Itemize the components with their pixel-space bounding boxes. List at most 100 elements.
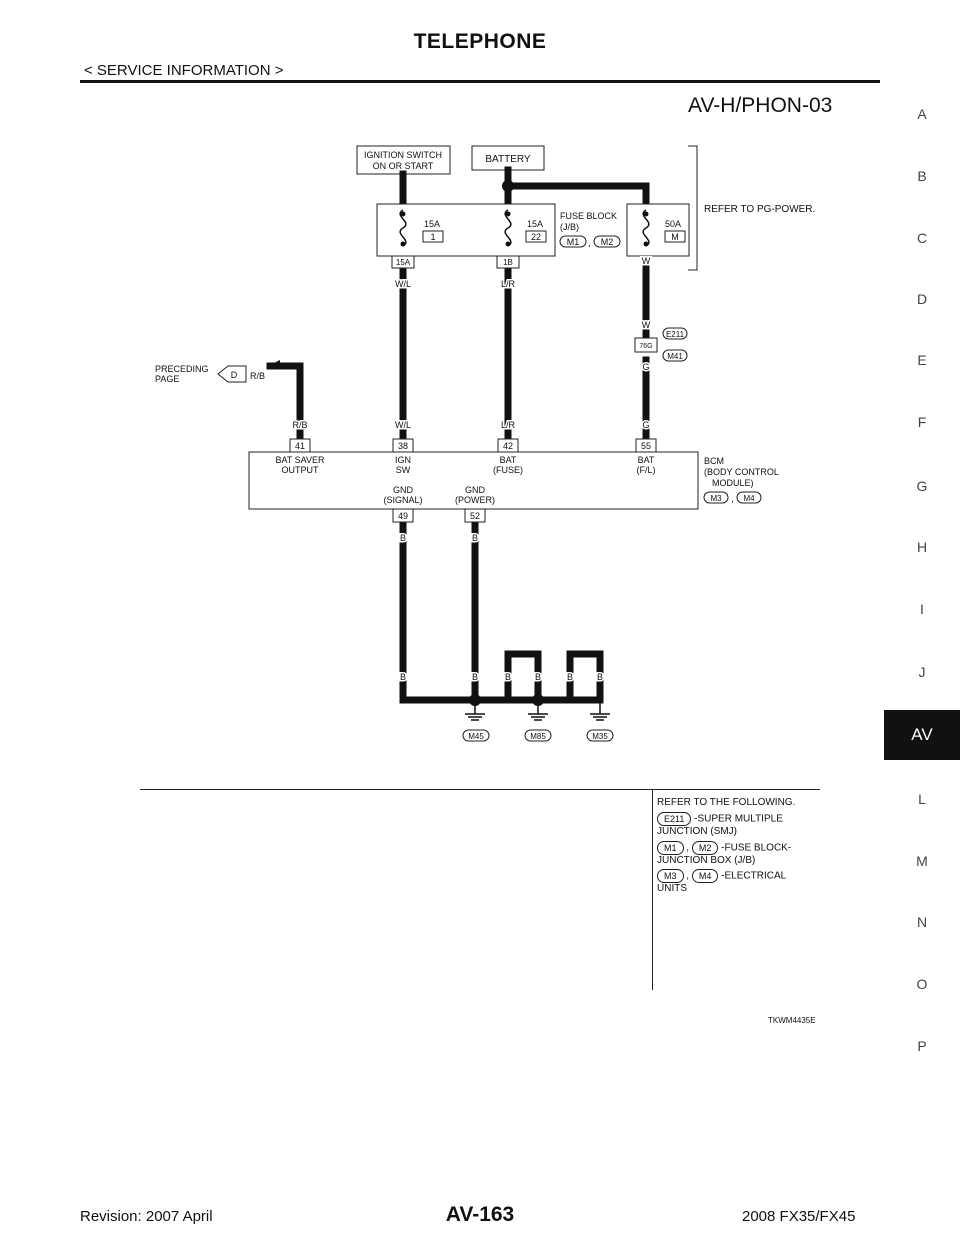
bcm-func-bat-saver-2: OUTPUT [282, 465, 320, 475]
ground-wire-label: B [472, 672, 478, 682]
ground-wire-label: B [400, 672, 406, 682]
side-tab-f[interactable]: F [917, 414, 927, 430]
ref-conn-m3: M3 [657, 869, 684, 883]
bcm-pin-52-box [464, 508, 486, 523]
bcm-func-ign-2: SW [396, 465, 411, 475]
bcm-wire-lr: L/R [501, 420, 516, 430]
fuse-1-num-box [422, 230, 444, 243]
ignition-label-1: IGNITION SWITCH [364, 150, 442, 160]
pg-power-bracket [688, 145, 698, 271]
bcm-label-1: BCM [704, 456, 724, 466]
ground-wire-label: B [597, 672, 603, 682]
bcm-pin-49-box [392, 508, 414, 523]
splice-dot [532, 694, 544, 706]
side-tab-c[interactable]: C [916, 230, 928, 246]
ref-desc: -FUSE BLOCK- [721, 842, 792, 854]
side-tab-n[interactable]: N [916, 914, 928, 930]
smj-conn-m41: M41 [667, 352, 683, 361]
side-tab-e[interactable]: E [917, 352, 927, 368]
bcm-func-bat-saver-1: BAT SAVER [275, 455, 325, 465]
side-tab-j[interactable]: J [918, 664, 926, 680]
section-subtitle: < SERVICE INFORMATION > [84, 62, 284, 79]
bcm-box [248, 451, 699, 510]
bcm-top-pins: 41 38 42 55 [289, 438, 657, 453]
side-tab-g[interactable]: G [916, 478, 928, 494]
smj-conn-m41-box [662, 349, 688, 362]
refer-pg-power: REFER TO PG-POWER. [704, 204, 815, 215]
splice-dot [469, 694, 481, 706]
fuse-block-conn-2: M2 [601, 237, 614, 247]
side-tab-d[interactable]: D [916, 291, 928, 307]
fuse-block-box [376, 203, 556, 257]
fuse-22-num-box [525, 230, 547, 243]
bcm-conn-m4: M4 [743, 494, 755, 503]
bcm-conn-m4-box [736, 491, 762, 504]
page-title: TELEPHONE [413, 30, 547, 53]
side-tab-p[interactable]: P [917, 1038, 927, 1054]
gnd-wire-b-2: B [472, 533, 478, 543]
side-tab-l[interactable]: L [918, 791, 926, 807]
bcm-func-bat-fl-2: (F/L) [637, 465, 656, 475]
footer-page-number: AV-163 [445, 1203, 515, 1226]
bcm-pin-55-box [635, 438, 657, 453]
ignition-switch-box [356, 145, 451, 175]
bcm-conn-m3: M3 [710, 494, 722, 503]
fusible-link-num: M [671, 232, 679, 242]
smj-wire-out: G [642, 362, 649, 372]
reference-heading: REFER TO THE FOLLOWING. [657, 797, 796, 808]
fusible-link-amp: 50A [665, 219, 681, 229]
fusible-link-box [626, 203, 690, 257]
smj-terminal: 76G [639, 343, 652, 350]
bcm-pin-38: 38 [398, 441, 408, 451]
reference-box [652, 790, 833, 990]
wire-lr-upper: L/R [501, 279, 516, 289]
reference-item-units-2: UNITS [657, 883, 687, 894]
ref-desc: -ELECTRICAL [721, 870, 787, 882]
side-tab-b[interactable]: B [917, 168, 927, 184]
side-tab-i[interactable]: I [920, 601, 924, 617]
bcm-pin-41-box [289, 438, 311, 453]
ref-sep: , [686, 842, 690, 854]
bcm-conn-sep: , [731, 494, 734, 505]
footer-model: 2008 FX35/FX45 [742, 1208, 856, 1225]
ignition-label-2: ON OR START [373, 161, 434, 171]
bcm-pin-42-box [497, 438, 519, 453]
preceding-page-flag [217, 365, 247, 383]
reference-item-smj: E211 -SUPER MULTIPLE [657, 812, 783, 826]
ground-wire-label: B [505, 672, 511, 682]
bcm-wire-wl: W/L [395, 420, 411, 430]
ground-m35: M35 [592, 732, 608, 741]
ground-wire-label: B [535, 672, 541, 682]
side-tab-h[interactable]: H [916, 539, 928, 555]
fuse-block-conn-sep: , [588, 238, 591, 249]
preceding-flag-letter: D [231, 370, 238, 380]
smj-conn-e211-box [662, 327, 688, 340]
side-tab-o[interactable]: O [916, 976, 928, 992]
ground-m85-box [524, 729, 552, 742]
smj-wire-in: W [642, 320, 651, 330]
reference-item-smj-2: JUNCTION (SMJ) [657, 826, 737, 837]
wire-w-upper: W [642, 256, 651, 266]
side-tab-a[interactable]: A [917, 106, 927, 122]
side-tab-m[interactable]: M [916, 853, 928, 869]
reference-item-jb-2: JUNCTION BOX (J/B) [657, 855, 756, 866]
battery-label: BATTERY [485, 154, 531, 165]
fuse-block-label-2: (J/B) [560, 222, 579, 232]
ground-m45: M45 [468, 732, 484, 741]
ref-conn-m2: M2 [691, 841, 719, 855]
fuse-1-amp: 15A [424, 219, 440, 229]
reference-top-rule [140, 789, 820, 790]
bcm-func-gnd-signal-2: (SIGNAL) [383, 495, 422, 505]
fuse-block-conn-1: M1 [567, 237, 580, 247]
ref-desc: -SUPER MULTIPLE [694, 813, 783, 825]
fuse-block-conn-2-box [593, 235, 621, 248]
bcm-label-3: MODULE) [712, 478, 754, 488]
ground-m45-box [462, 729, 490, 742]
fusible-link-num-box [664, 230, 686, 243]
bcm-pin-38-box [392, 438, 414, 453]
footer-revision: Revision: 2007 April [80, 1208, 213, 1225]
ground-m85: M85 [530, 732, 546, 741]
ref-conn-m1: M1 [657, 841, 684, 855]
ref-conn-m4: M4 [691, 869, 719, 883]
side-tab-av[interactable]: AV [884, 710, 960, 760]
